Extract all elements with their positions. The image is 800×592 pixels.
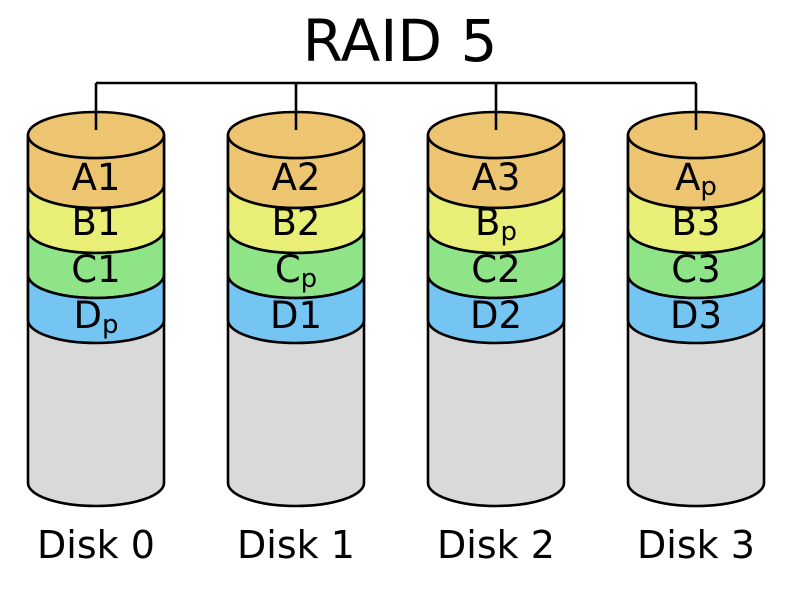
block-label-main: A [675, 156, 700, 199]
block-label-main: D2 [470, 294, 522, 337]
block-label: D2 [470, 294, 522, 337]
disk-3: Ap B3 C3 D3 Disk 3 [626, 83, 766, 567]
disk-name-label: Disk 1 [237, 523, 355, 567]
block-label-main: D1 [270, 294, 322, 337]
block-label: Dp [73, 294, 118, 340]
block-label-main: D3 [670, 294, 722, 337]
block-label-main: C2 [471, 248, 520, 291]
block-label-main: A1 [72, 156, 121, 199]
disk-1: A2 B2 Cp D1 Disk 1 [226, 83, 366, 567]
block-label: B2 [272, 201, 321, 244]
block-label: C2 [471, 248, 520, 291]
block-label: Ap [675, 156, 717, 202]
disk-name-label: Disk 2 [437, 523, 555, 567]
block-label-sub: p [500, 217, 517, 247]
band-row-d [626, 273, 766, 345]
band-row-d [26, 273, 166, 345]
block-label-main: B2 [272, 201, 321, 244]
block-label: D1 [270, 294, 322, 337]
disk-0: A1 B1 C1 Dp Disk 0 [26, 83, 166, 567]
block-label: C1 [71, 248, 120, 291]
disk-2: A3 Bp C2 D2 Disk 2 [426, 83, 566, 567]
block-label-main: B3 [672, 201, 721, 244]
block-label: Bp [475, 201, 517, 247]
block-label: A2 [272, 156, 321, 199]
disk-name-label: Disk 3 [637, 523, 755, 567]
block-label: A3 [472, 156, 521, 199]
block-label: Cp [275, 248, 317, 294]
disk-name-label: Disk 0 [37, 523, 155, 567]
block-label-sub: p [700, 172, 717, 202]
block-label-main: C [275, 248, 301, 291]
block-label-sub: p [102, 310, 119, 340]
block-label: A1 [72, 156, 121, 199]
diagram-title: RAID 5 [303, 7, 498, 75]
block-label-main: A2 [272, 156, 321, 199]
block-label-main: A3 [472, 156, 521, 199]
block-label: C3 [671, 248, 720, 291]
block-label-main: C3 [671, 248, 720, 291]
block-label-main: B [475, 201, 500, 244]
block-label-sub: p [301, 264, 318, 294]
block-label-main: C1 [71, 248, 120, 291]
block-label: B1 [72, 201, 121, 244]
block-label-main: B1 [72, 201, 121, 244]
block-label-main: D [73, 294, 102, 337]
band-row-d [226, 273, 366, 345]
band-row-d [426, 273, 566, 345]
block-label: D3 [670, 294, 722, 337]
block-label: B3 [672, 201, 721, 244]
